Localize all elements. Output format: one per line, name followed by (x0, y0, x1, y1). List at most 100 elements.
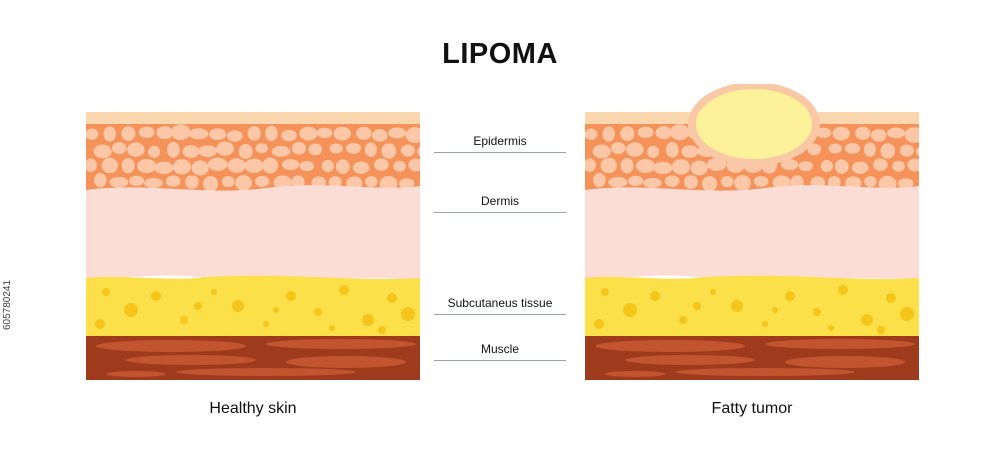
epidermis-cell (247, 126, 261, 141)
epidermis-cell (165, 175, 181, 187)
stock-id: 605780241 (2, 279, 13, 330)
epidermis-cell (111, 142, 127, 155)
label-dermis: Dermis (434, 194, 566, 213)
epidermis-cell (655, 126, 672, 140)
epidermis-cell (400, 144, 415, 157)
fat-globule (232, 300, 244, 312)
fat-globule (828, 325, 834, 331)
fat-globule (594, 319, 604, 329)
subcutaneous-layer (86, 275, 420, 336)
epidermis-cell (643, 177, 662, 189)
epidermis-cell (608, 176, 628, 188)
epidermis-cell (101, 157, 118, 174)
fat-globule (813, 308, 821, 316)
epidermis-cell (702, 175, 718, 192)
label-epidermis: Epidermis (434, 134, 566, 153)
fat-globule (211, 289, 217, 295)
healthy-skin-illustration (86, 112, 420, 380)
epidermis-cell (364, 142, 377, 157)
epidermis-cell (845, 176, 862, 190)
fat-globule (838, 285, 848, 295)
epidermis-cell (185, 175, 199, 189)
epidermis-cell (94, 172, 107, 188)
subcutaneous-layer (585, 275, 919, 336)
epidermis-cell (405, 127, 420, 143)
fat-globule (124, 303, 138, 317)
dermis-layer (86, 185, 420, 280)
epidermis-cell (393, 160, 406, 172)
epidermis-cell (172, 159, 192, 175)
epidermis-cell (681, 145, 699, 158)
epidermis-cell (373, 158, 389, 171)
epidermis-cell (844, 143, 861, 154)
epidermis-cell (907, 158, 919, 172)
epidermis-cell (780, 159, 799, 171)
epidermis-cell (399, 178, 415, 189)
epidermis-cell (855, 126, 871, 140)
epidermis-cell (653, 161, 673, 175)
fat-globule (731, 300, 743, 312)
fat-globule (314, 308, 322, 316)
epidermis-cell (899, 144, 914, 157)
epidermis-cell (371, 129, 388, 142)
fat-globule (762, 321, 768, 327)
fat-globule (401, 307, 415, 321)
epidermis-cell (255, 143, 269, 154)
epidermis-cell (299, 161, 315, 172)
epidermis-cell (379, 175, 398, 192)
caption-healthy-skin: Healthy skin (209, 400, 297, 417)
epidermis-cell (262, 157, 279, 174)
epidermis-cell (208, 128, 227, 141)
epidermis-cell (828, 143, 842, 154)
fat-globule (886, 293, 896, 303)
epidermis-cell (86, 128, 99, 140)
epidermis-cell (863, 142, 876, 157)
epidermis-cell (191, 160, 209, 176)
fat-globule (387, 293, 397, 303)
epidermis-cell (254, 175, 270, 187)
epidermis-cell (815, 127, 832, 139)
epidermis-cell (610, 142, 626, 155)
epidermis-cell (154, 161, 174, 175)
muscle-fiber (96, 340, 246, 352)
epidermis-cell (381, 143, 397, 159)
epidermis-cell (328, 176, 342, 189)
epidermis-cell (148, 145, 161, 158)
epidermis-cell (156, 126, 173, 140)
epidermis-cell (664, 175, 680, 187)
fat-globule (180, 316, 188, 324)
epidermis-cell (299, 126, 318, 141)
epidermis-cell (281, 129, 297, 142)
epidermis-cell (834, 159, 849, 174)
epidermis-cell (892, 160, 905, 172)
epidermis-cell (127, 142, 145, 157)
fat-globule (362, 314, 374, 326)
epidermis-cell (203, 175, 219, 192)
epidermis-cell (388, 127, 407, 139)
fat-globule (900, 307, 914, 321)
epidermis-cell (753, 175, 769, 187)
fat-globule (151, 291, 161, 301)
epidermis-cell (592, 144, 611, 159)
epidermis-cell (669, 124, 690, 141)
epidermis-cell (904, 127, 919, 143)
fat-globule (273, 307, 279, 313)
muscle-fibers (595, 339, 915, 377)
muscle-fibers (96, 339, 416, 377)
epidermis-cell (620, 157, 634, 174)
epidermis-cell (628, 175, 644, 186)
fat-globule (286, 291, 296, 301)
epidermis-cell (182, 145, 200, 158)
epidermis-cell (915, 147, 919, 156)
fat-globule (650, 291, 660, 301)
epidermis-cell (216, 141, 234, 156)
fat-globule (263, 321, 269, 327)
epidermis-cell (365, 176, 378, 187)
epidermis-cell (356, 126, 372, 140)
epidermis-cell (226, 130, 243, 142)
epidermis-cell (416, 147, 420, 156)
skin-surface (86, 112, 420, 124)
epidermis-cell (827, 176, 841, 189)
epidermis-cell (291, 141, 307, 155)
epidermis-cell (408, 158, 420, 172)
